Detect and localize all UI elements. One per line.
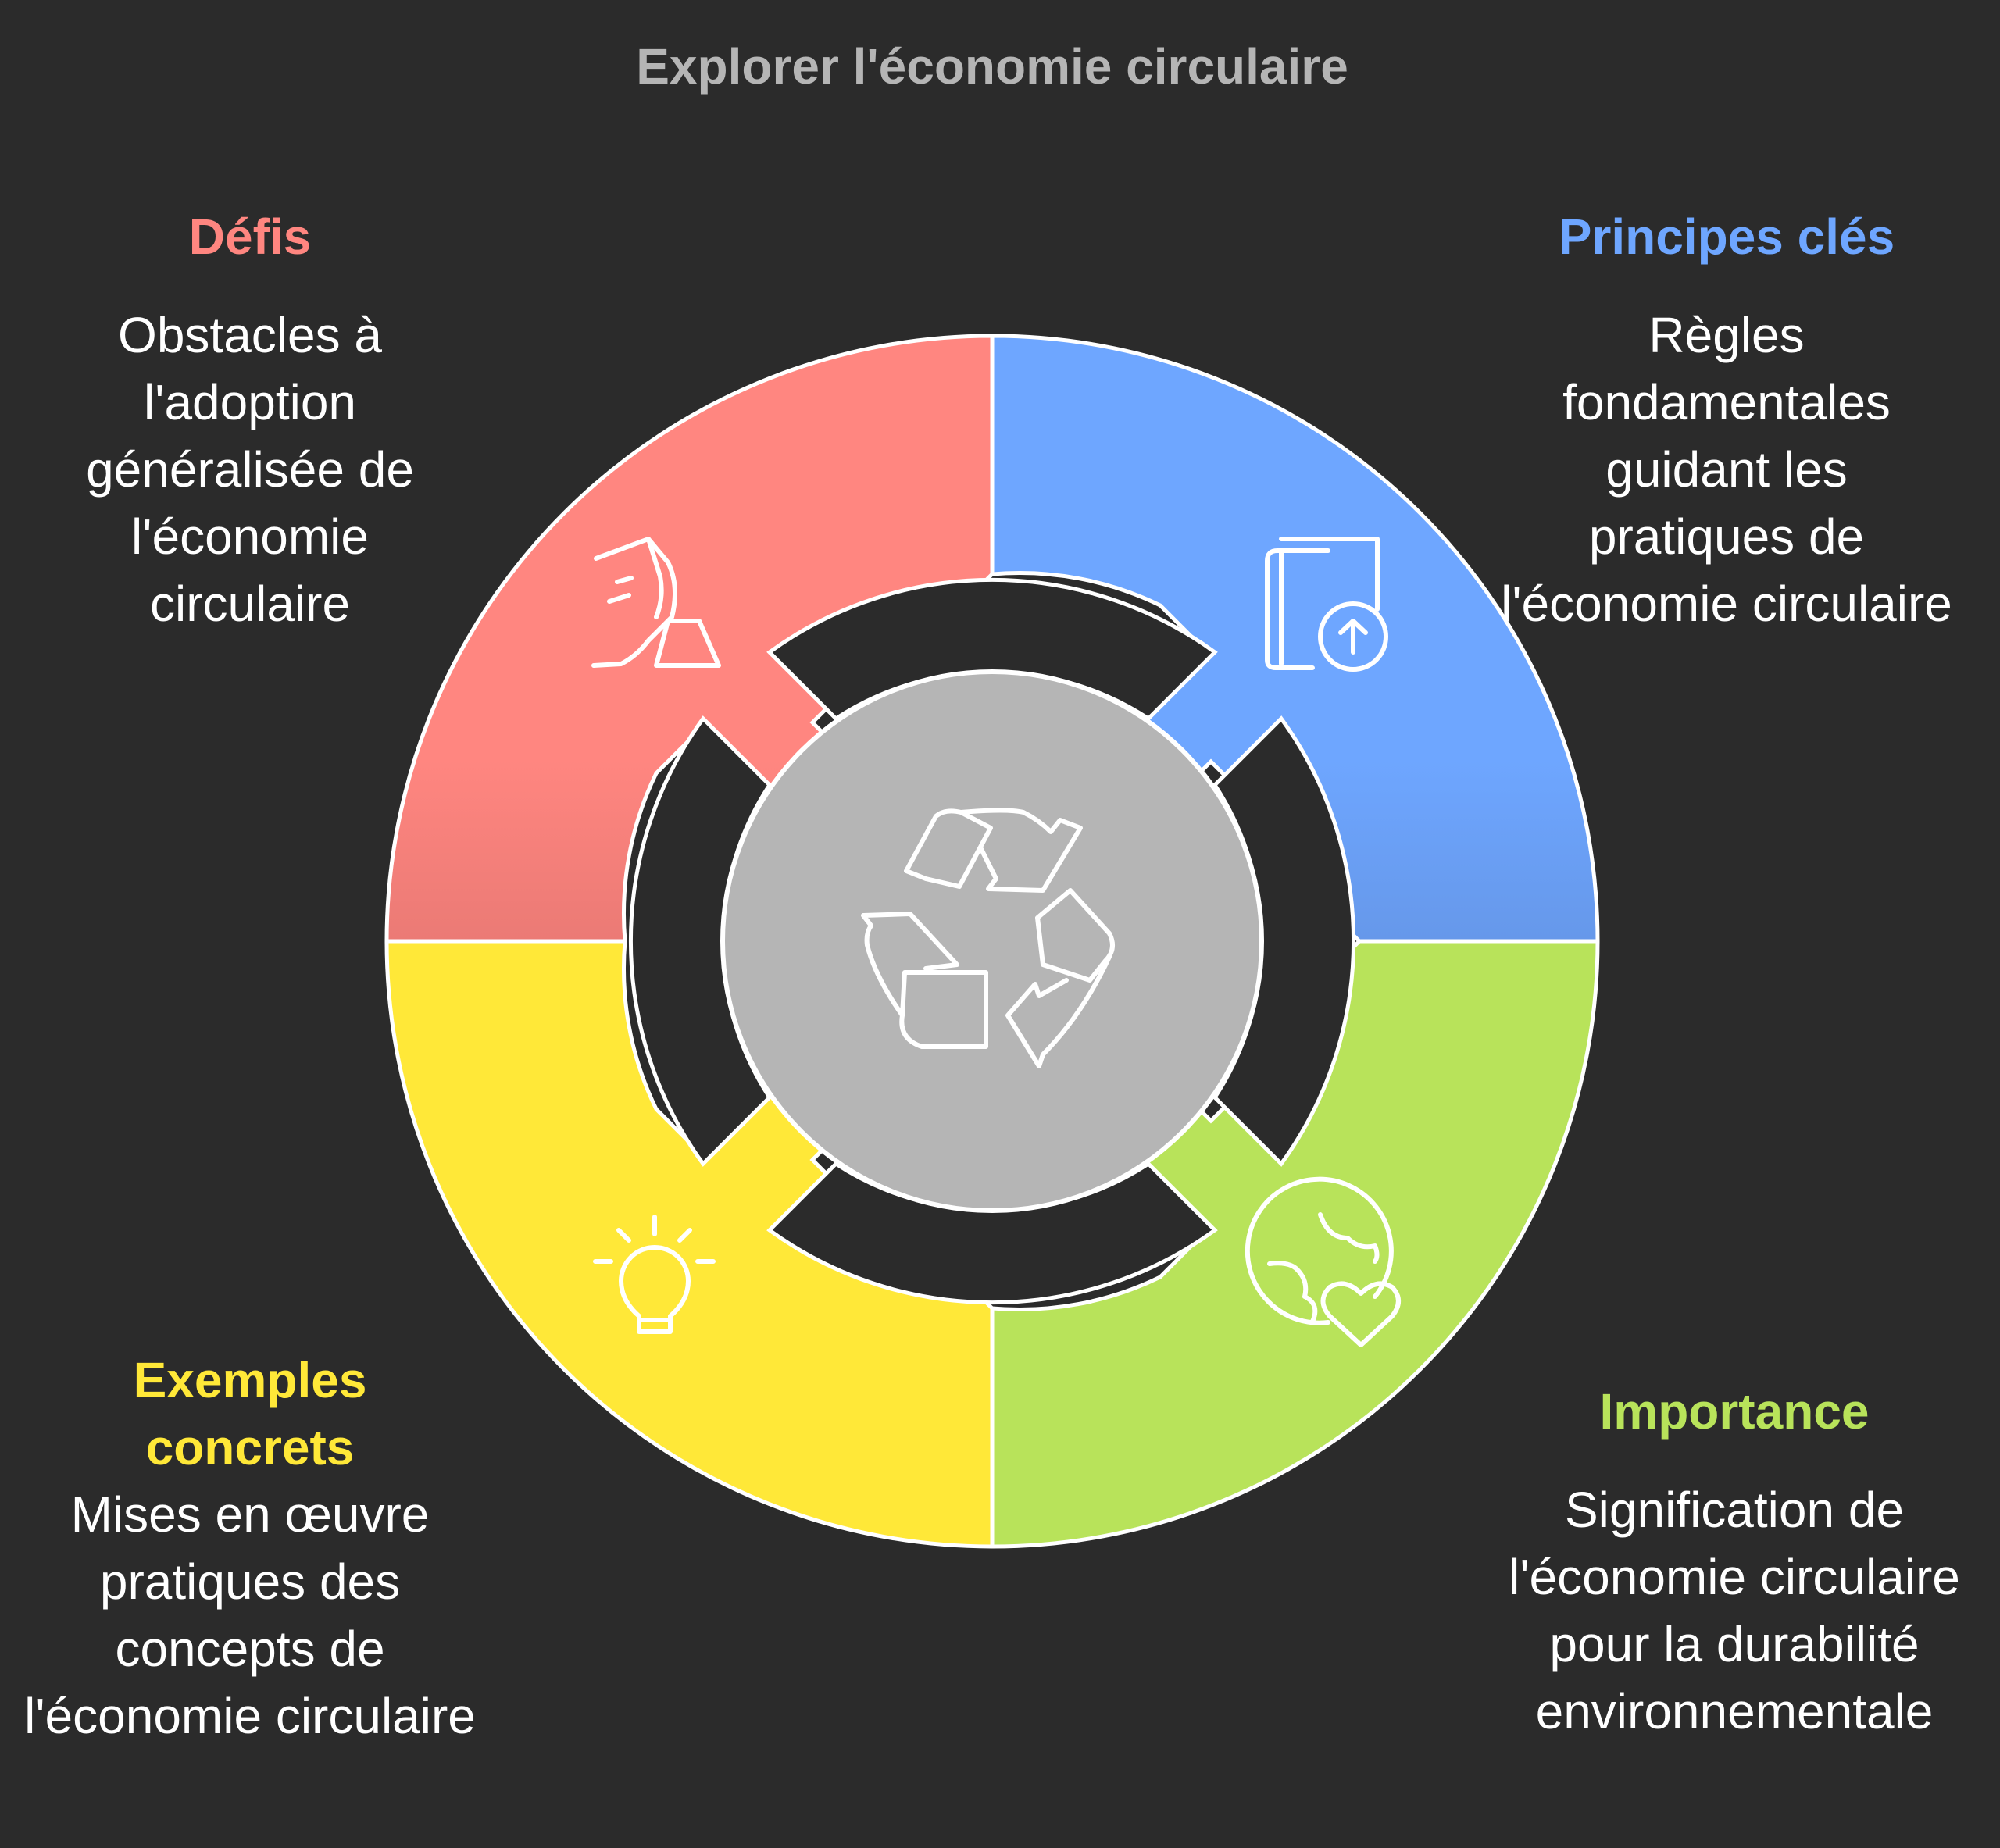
description-importance: Signification de l'économie circulaire p… <box>1509 1482 1960 1739</box>
book-upload-icon <box>1265 537 1388 672</box>
sneaker-ramp-icon <box>591 537 721 668</box>
segment-importance[interactable] <box>990 939 1600 1549</box>
lightbulb-icon <box>593 1215 716 1334</box>
heading-importance: Importance <box>1599 1383 1870 1440</box>
recycle-icon <box>861 808 1115 1068</box>
block-exemples: Exemples concrets Mises en œuvre pratiqu… <box>23 1347 477 1750</box>
page-title: Explorer l'économie circulaire <box>636 38 1348 95</box>
block-defis: Défis Obstacles à l'adoption généralisée… <box>31 203 469 637</box>
description-defis: Obstacles à l'adoption généralisée de l'… <box>86 307 414 632</box>
globe-heart-icon <box>1245 1176 1401 1347</box>
block-principes: Principes clés Règles fondamentales guid… <box>1500 203 1953 637</box>
segment-principes[interactable] <box>990 334 1600 944</box>
description-exemples: Mises en œuvre pratiques des concepts de… <box>24 1486 476 1744</box>
center-hub <box>720 669 1264 1213</box>
heading-principes: Principes clés <box>1558 209 1895 265</box>
heading-defis: Défis <box>188 209 312 265</box>
segment-exemples[interactable] <box>384 939 995 1549</box>
heading-exemples: Exemples concrets <box>133 1352 367 1475</box>
segment-defis[interactable] <box>384 334 995 944</box>
description-principes: Règles fondamentales guidant les pratiqu… <box>1501 307 1952 632</box>
block-importance: Importance Signification de l'économie c… <box>1484 1378 1984 1745</box>
